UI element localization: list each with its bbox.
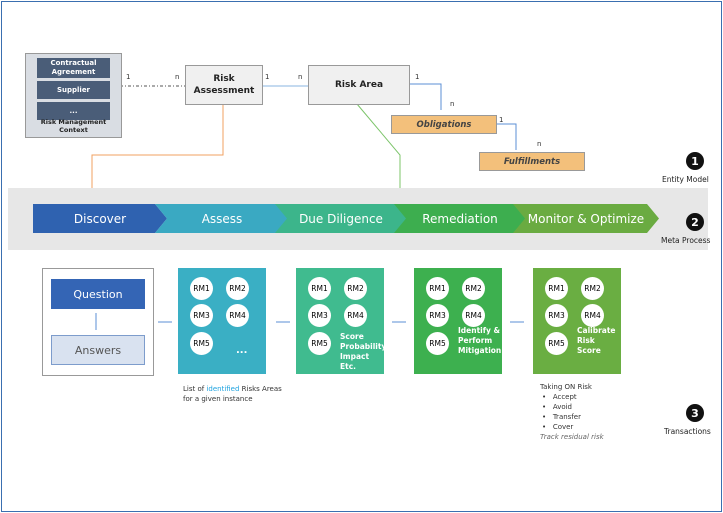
context-item: Contractual Agreement (37, 58, 110, 78)
risk-circle: RM3 (190, 304, 213, 327)
risk-circle: RM4 (581, 304, 604, 327)
risk-circle: RM2 (581, 277, 604, 300)
risk-circle: RM1 (545, 277, 568, 300)
cardinality: n (450, 100, 455, 108)
risk-circle: RM5 (190, 332, 213, 355)
risk-circle: RM4 (344, 304, 367, 327)
assessment-discover-link (91, 104, 224, 188)
risk-management-context: Contractual Agreement Supplier ... Risk … (25, 53, 122, 138)
answers-box: Answers (51, 335, 145, 365)
section-number: 2 (686, 213, 704, 231)
obligations-fulfillments-link (496, 123, 517, 150)
risk-circle: RM1 (426, 277, 449, 300)
risk-circle: RM1 (308, 277, 331, 300)
process-step-assess: Assess (155, 204, 289, 233)
fulfillments-entity: Fulfillments (479, 152, 585, 171)
risk-box-text: Identify & Perform Mitigation (458, 326, 502, 355)
cardinality: 1 (126, 73, 131, 81)
discover-panel: Question Answers (42, 268, 154, 376)
cardinality: n (175, 73, 180, 81)
risk-circle: RM1 (190, 277, 213, 300)
process-step-remediation: Remediation (394, 204, 526, 233)
area-process-link (356, 103, 401, 188)
risk-circle: RM3 (545, 304, 568, 327)
section-label: Entity Model (662, 175, 709, 184)
risk-box-text: Calibrate Risk Score (577, 326, 616, 355)
risk-circle: RM3 (308, 304, 331, 327)
risk-area-entity: Risk Area (308, 65, 410, 105)
process-step-discover: Discover (33, 204, 167, 233)
risk-box-text: Score Probability Impact Etc. (340, 332, 387, 371)
context-label: Risk Management Context (40, 118, 107, 134)
process-step-due-diligence: Due Diligence (275, 204, 407, 233)
section-label: Transactions (664, 427, 711, 436)
context-item: ... (37, 102, 110, 120)
risk-circle: RM2 (462, 277, 485, 300)
risk-circle: RM3 (426, 304, 449, 327)
section-number: 3 (686, 404, 704, 422)
risk-circle: RM4 (462, 304, 485, 327)
cardinality: n (537, 140, 542, 148)
more-indicator: ... (236, 345, 248, 356)
context-item: Supplier (37, 81, 110, 99)
process-step-monitor-optimize: Monitor & Optimize (513, 204, 659, 233)
obligations-entity: Obligations (391, 115, 497, 134)
section-label: Meta Process (661, 236, 711, 245)
risk-circle: RM5 (308, 332, 331, 355)
area-obligations-link (408, 83, 442, 110)
risk-circle: RM4 (226, 304, 249, 327)
question-box: Question (51, 279, 145, 309)
cardinality: 1 (265, 73, 270, 81)
risk-assessment-entity: Risk Assessment (185, 65, 263, 105)
risk-circle: RM2 (344, 277, 367, 300)
section-number: 1 (686, 152, 704, 170)
risk-circle: RM5 (545, 332, 568, 355)
risk-circle: RM2 (226, 277, 249, 300)
cardinality: 1 (415, 73, 420, 81)
monitor-note: Taking ON Risk • Accept • Avoid • Transf… (540, 383, 604, 441)
risk-circle: RM5 (426, 332, 449, 355)
cardinality: 1 (499, 116, 504, 124)
cardinality: n (298, 73, 303, 81)
